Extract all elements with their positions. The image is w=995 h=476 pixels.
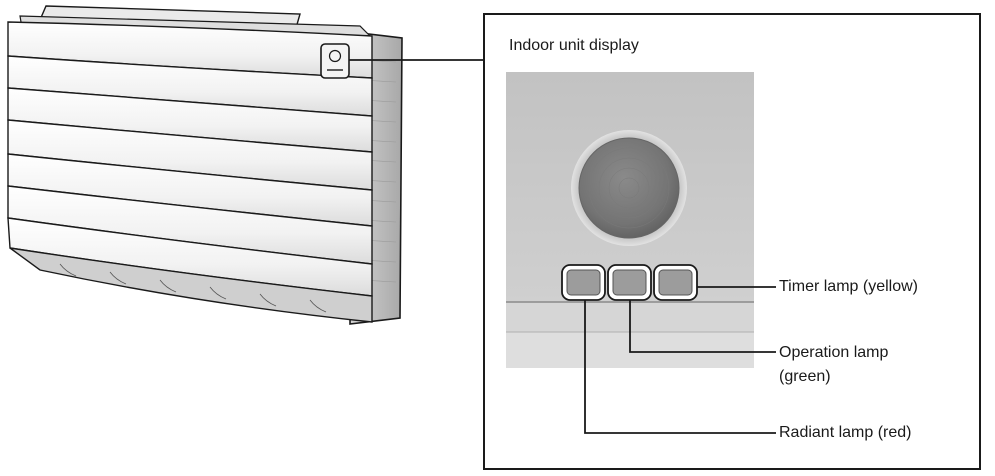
indoor-unit-illustration [7,5,403,325]
radiant-lamp-label: Radiant lamp (red) [779,424,912,441]
operation-lamp-label: Operation lamp [779,344,889,361]
operation-leader-line [629,300,776,353]
panel-title: Indoor unit display [509,37,639,54]
timer-lamp-label: Timer lamp (yellow) [779,278,918,295]
radiant-leader-line [584,300,776,434]
operation-lamp-label-color: (green) [779,368,831,385]
